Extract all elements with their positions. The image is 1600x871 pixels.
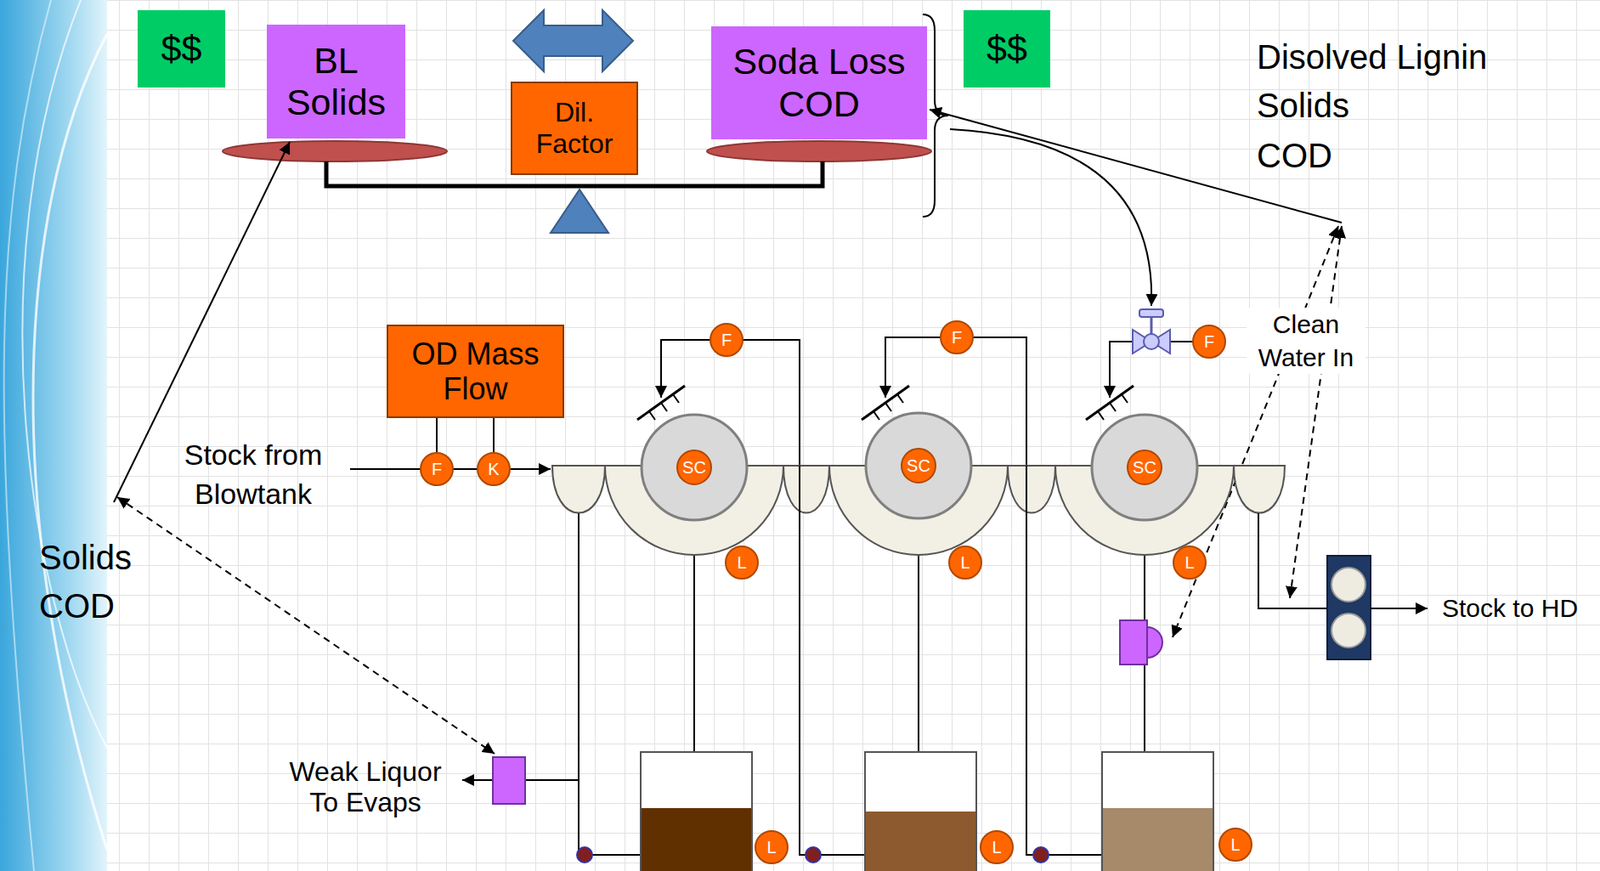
level-instrument: L [754,830,789,865]
tag-text: SC [1132,457,1157,478]
level-instrument: L [948,545,983,580]
stock-line [1370,607,1428,610]
filtrate-tank [640,751,752,871]
band-curve [22,0,108,748]
note-text: Solids [39,537,132,578]
washer-drum [1091,414,1198,521]
filtrate-pipe [1025,465,1028,519]
level-instrument: L [979,830,1014,865]
stream-label: Weak Liquor To Evaps [280,756,451,818]
control-box: OD Mass Flow [386,324,565,419]
repulper-trough [1007,465,1056,514]
pump [1033,847,1049,863]
balance-pan [222,141,447,162]
control-arrow [949,129,1152,306]
analyzer [1119,620,1148,665]
speed-controller: SC [900,447,937,484]
cost-box: $$ [963,10,1051,88]
tank-liquor [641,808,752,871]
pump [805,847,821,863]
filtrate-tank [865,751,977,871]
stream-label: Stock from Blowtank [159,435,347,514]
tag-text: L [736,553,747,573]
double-arrow [513,10,634,72]
dashed-leader [1172,226,1339,638]
tag-text: F [431,459,442,480]
box-text: Dil. Factor [519,96,630,160]
box-text: $$ [986,28,1028,70]
box-text: Soda Loss COD [718,40,921,125]
filtrate-pipe [798,465,801,519]
tag-text: F [951,327,962,348]
level-instrument: L [1172,545,1207,580]
control-valve [1132,309,1171,354]
washer-drum [865,412,972,519]
tag-text: F [1204,332,1215,352]
tag-text: F [721,330,732,351]
measure-box: Soda Loss COD [711,26,928,140]
washer-drum [641,414,747,521]
tag-text: L [766,837,776,858]
stream-label: Stock to HD [1441,593,1578,624]
tag-text: L [960,553,970,573]
note-text: Solids [1256,84,1350,126]
press [1327,555,1371,660]
box-text: BL Solids [273,39,399,125]
stock-line [1258,513,1328,609]
balance-pan [706,141,932,162]
speed-controller: SC [676,449,713,486]
control-box: Dil. Factor [510,81,639,176]
tag-text: L [1230,835,1240,855]
tank-liquor [865,811,976,871]
speed-controller: SC [1126,449,1163,486]
side-band [0,0,108,871]
box-text: OD Mass Flow [395,336,556,408]
level-instrument: L [1218,827,1253,862]
measure-box: BL Solids [266,24,406,139]
repulper-trough [783,465,830,514]
flow-instrument: F [709,322,744,357]
press-roll [1331,613,1366,648]
flow-instrument: F [939,320,974,355]
tank-liquor [1102,808,1213,871]
dashed-leader [117,497,495,754]
filtrate-pipe [578,513,641,855]
connector-line [492,418,495,453]
pump [576,847,593,863]
flow-instrument: F [419,452,454,487]
repulper-trough [1233,465,1285,514]
flow-instrument: F [1192,324,1227,359]
tag-text: K [487,459,499,480]
leader-line [929,109,1342,223]
note-text: COD [39,585,115,627]
cost-box: $$ [137,10,226,88]
note-text: Disolved Lignin [1256,36,1487,78]
tag-text: SC [682,457,707,478]
repulper-trough [552,465,605,514]
band-curve [4,0,51,871]
connector-line [435,418,438,453]
weak-liquor-arrow [462,779,493,781]
analyzer [1147,627,1163,658]
shower-bar [637,385,1134,420]
balance-fulcrum [550,189,609,233]
level-instrument: L [724,545,759,580]
filtrate-tank [1102,751,1214,871]
tag-text: L [991,837,1001,858]
tag-text: SC [906,456,931,476]
tag-text: L [1184,553,1194,573]
analyzer [492,757,526,804]
stream-label: Clean Water In [1246,307,1366,374]
box-text: $$ [161,28,203,70]
filtrate-pipe [525,779,579,781]
note-text: COD [1256,135,1333,176]
press-roll [1331,567,1366,602]
consistency-instrument: K [476,452,511,487]
